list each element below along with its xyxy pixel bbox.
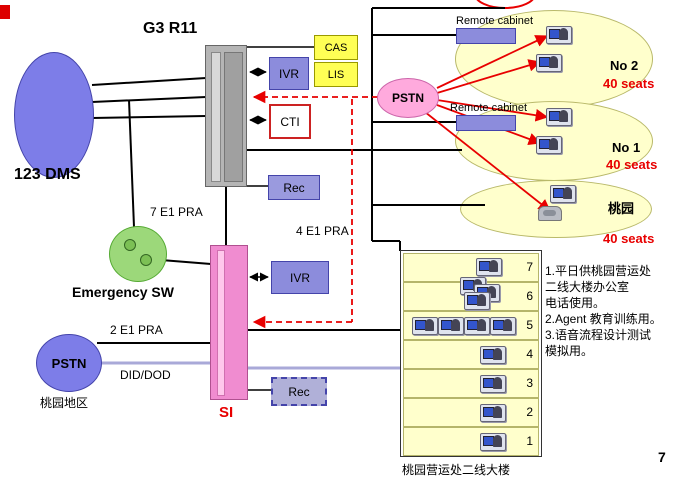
- workstation-icon: [480, 404, 506, 422]
- workstation-icon: [536, 54, 562, 72]
- e1-2-label: 2 E1 PRA: [110, 323, 163, 337]
- ivr2-label: IVR: [289, 270, 310, 285]
- note-line: 电话使用。: [545, 296, 606, 310]
- workstation-icon: [536, 136, 562, 154]
- pstn-top-label: PSTN: [391, 91, 424, 105]
- floor-number: 7: [526, 260, 533, 274]
- site-no1-name: No 1: [612, 140, 641, 155]
- dms-label: 123 DMS: [14, 166, 81, 183]
- floor-number: 2: [526, 405, 533, 419]
- rec2-box: Rec: [271, 377, 327, 406]
- floor-number: 6: [526, 289, 533, 303]
- floor-row: 6: [403, 277, 539, 311]
- cti-label: CTI: [280, 114, 300, 129]
- workstation-icon: [412, 317, 438, 335]
- site-taoyuan-seats: 40 seats: [603, 231, 655, 246]
- g3-switch-cabinet: [205, 45, 247, 187]
- did-dod-label: DID/DOD: [120, 368, 171, 382]
- emergency-sw-node: [109, 226, 167, 282]
- floor-number: 4: [526, 347, 533, 361]
- workstation-icon: [476, 258, 502, 276]
- rec1-box: Rec: [268, 175, 320, 200]
- e1-4-label: 4 E1 PRA: [296, 224, 349, 238]
- red-ellipse-highlight: [476, 0, 534, 9]
- floor-number: 3: [526, 376, 533, 390]
- remote-cabinet-label-no1: Remote cabinet: [450, 102, 528, 114]
- workstation-icon: [546, 26, 572, 44]
- emergency-sw-label: Emergency SW: [72, 284, 174, 300]
- ivr1-label: IVR: [278, 66, 299, 81]
- notes-block: 1.平日供桃园营运处 二线大楼办公室 电话使用。 2.Agent 教育训练用。 …: [545, 263, 662, 359]
- note-line: 二线大楼办公室: [545, 280, 630, 294]
- workstation-icon: [490, 317, 516, 335]
- workstation-icon: [464, 292, 490, 310]
- building-box: 7 6 5 4 3 2 1: [400, 250, 542, 457]
- phone-icon: [538, 206, 562, 221]
- rec1-label: Rec: [283, 180, 305, 195]
- pstn-bottom-label: PSTN: [51, 355, 87, 371]
- page-title: G3 R11: [143, 20, 198, 37]
- e1-7-label: 7 E1 PRA: [150, 205, 203, 219]
- cas-label: CAS: [324, 41, 348, 54]
- building-caption: 桃园营运处二线大楼: [402, 463, 511, 477]
- pstn-bottom-node: PSTN: [36, 334, 102, 392]
- site-no2-name: No 2: [610, 58, 639, 73]
- note-line: 1.平日供桃园营运处: [545, 264, 652, 278]
- floor-row: 3: [403, 369, 539, 398]
- page-number: 7: [658, 449, 666, 465]
- workstation-icon: [480, 346, 506, 364]
- lis-label: LIS: [327, 68, 345, 81]
- floor-number: 5: [526, 318, 533, 332]
- workstation-icon: [480, 433, 506, 451]
- ivr1-box: IVR: [269, 57, 309, 90]
- cabinet-panel: [217, 250, 225, 396]
- workstation-icon: [550, 185, 576, 203]
- switch-knob: [124, 239, 136, 251]
- note-line: 模拟用。: [545, 344, 594, 358]
- si-cabinet: [210, 245, 248, 400]
- dms-node: [14, 52, 94, 178]
- workstation-icon: [546, 108, 572, 126]
- note-line: 3.语音流程设计测试: [545, 328, 652, 342]
- site-no1-seats: 40 seats: [606, 157, 658, 172]
- rec2-label: Rec: [288, 384, 310, 399]
- floor-row: 7: [403, 253, 539, 282]
- double-arrows: [249, 67, 269, 282]
- si-label: SI: [219, 404, 234, 421]
- floor-number: 1: [526, 434, 533, 448]
- workstation-icon: [438, 317, 464, 335]
- site-taoyuan-name: 桃园: [608, 201, 635, 216]
- remote-cabinet-box-no1: [456, 115, 516, 131]
- cabinet-panel: [211, 52, 221, 182]
- red-marker: [0, 5, 10, 19]
- lis-box: LIS: [314, 62, 358, 87]
- workstation-icon: [464, 317, 490, 335]
- cas-box: CAS: [314, 35, 358, 60]
- remote-cabinet-box-no2: [456, 28, 516, 44]
- floor-row: 4: [403, 340, 539, 369]
- switch-knob: [140, 254, 152, 266]
- remote-cabinet-label-no2: Remote cabinet: [456, 15, 534, 27]
- floor-row: 1: [403, 427, 539, 456]
- ivr2-box: IVR: [271, 261, 329, 294]
- floor-row: 5: [403, 311, 539, 340]
- thin-connectors: [246, 46, 314, 391]
- note-line: 2.Agent 教育训练用。: [545, 312, 662, 326]
- floor-row: 2: [403, 398, 539, 427]
- workstation-icon: [480, 375, 506, 393]
- pstn-top-node: PSTN: [377, 78, 439, 118]
- site-no2-seats: 40 seats: [603, 76, 655, 91]
- cti-box: CTI: [269, 104, 311, 139]
- pstn-region-label: 桃园地区: [40, 396, 89, 410]
- cabinet-panel: [224, 52, 243, 182]
